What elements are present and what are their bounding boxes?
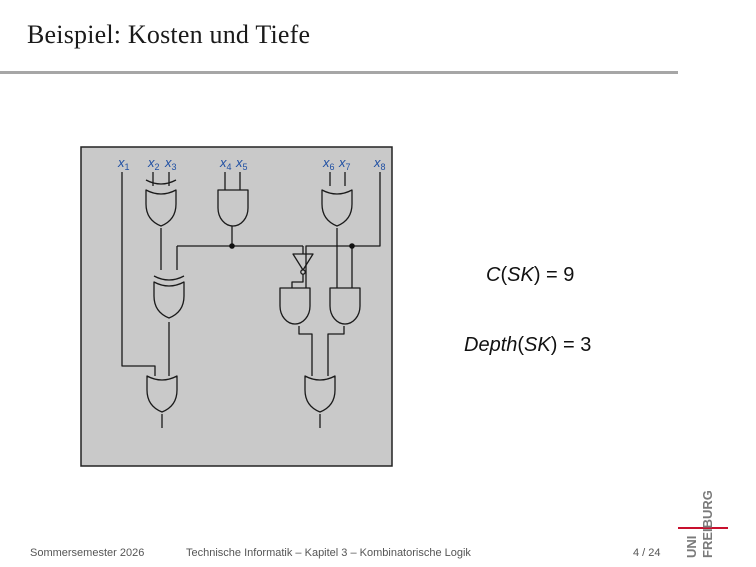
input-label-x7: x7 xyxy=(338,155,351,172)
input-label-x2: x2 xyxy=(147,155,160,172)
depth-formula: Depth(SK) = 3 xyxy=(464,334,592,356)
input-label-x4: x4 xyxy=(219,155,232,172)
circuit-frame xyxy=(80,146,393,467)
wires xyxy=(121,172,381,428)
junction-dots xyxy=(229,243,355,249)
slide-title: Beispiel: Kosten und Tiefe xyxy=(27,20,311,49)
footer-semester: Sommersemester 2026 xyxy=(30,547,145,559)
input-label-x8: x8 xyxy=(373,155,386,172)
not-gate xyxy=(292,253,314,275)
input-label-x1: x1 xyxy=(117,155,130,172)
input-labels: x1 x2 x3 x4 x5 x6 x7 x8 xyxy=(117,155,386,172)
footer-page-number: 4 / 24 xyxy=(633,547,661,559)
title-rule xyxy=(0,71,678,74)
logo-uni-text: UNI xyxy=(684,536,699,558)
footer-course: Technische Informatik – Kapitel 3 – Komb… xyxy=(186,547,471,559)
circuit-diagram: x1 x2 x3 x4 x5 x6 x7 x8 xyxy=(80,146,393,467)
logo-freiburg-text: FREIBURG xyxy=(700,490,715,558)
xor-gate-2 xyxy=(153,275,185,319)
cost-formula: C(SK) = 9 xyxy=(486,264,575,286)
xor-gate-1 xyxy=(145,179,177,227)
input-label-x3: x3 xyxy=(164,155,177,172)
input-label-x5: x5 xyxy=(235,155,248,172)
input-label-x6: x6 xyxy=(322,155,335,172)
uni-freiburg-logo: UNI FREIBURG xyxy=(678,490,728,558)
